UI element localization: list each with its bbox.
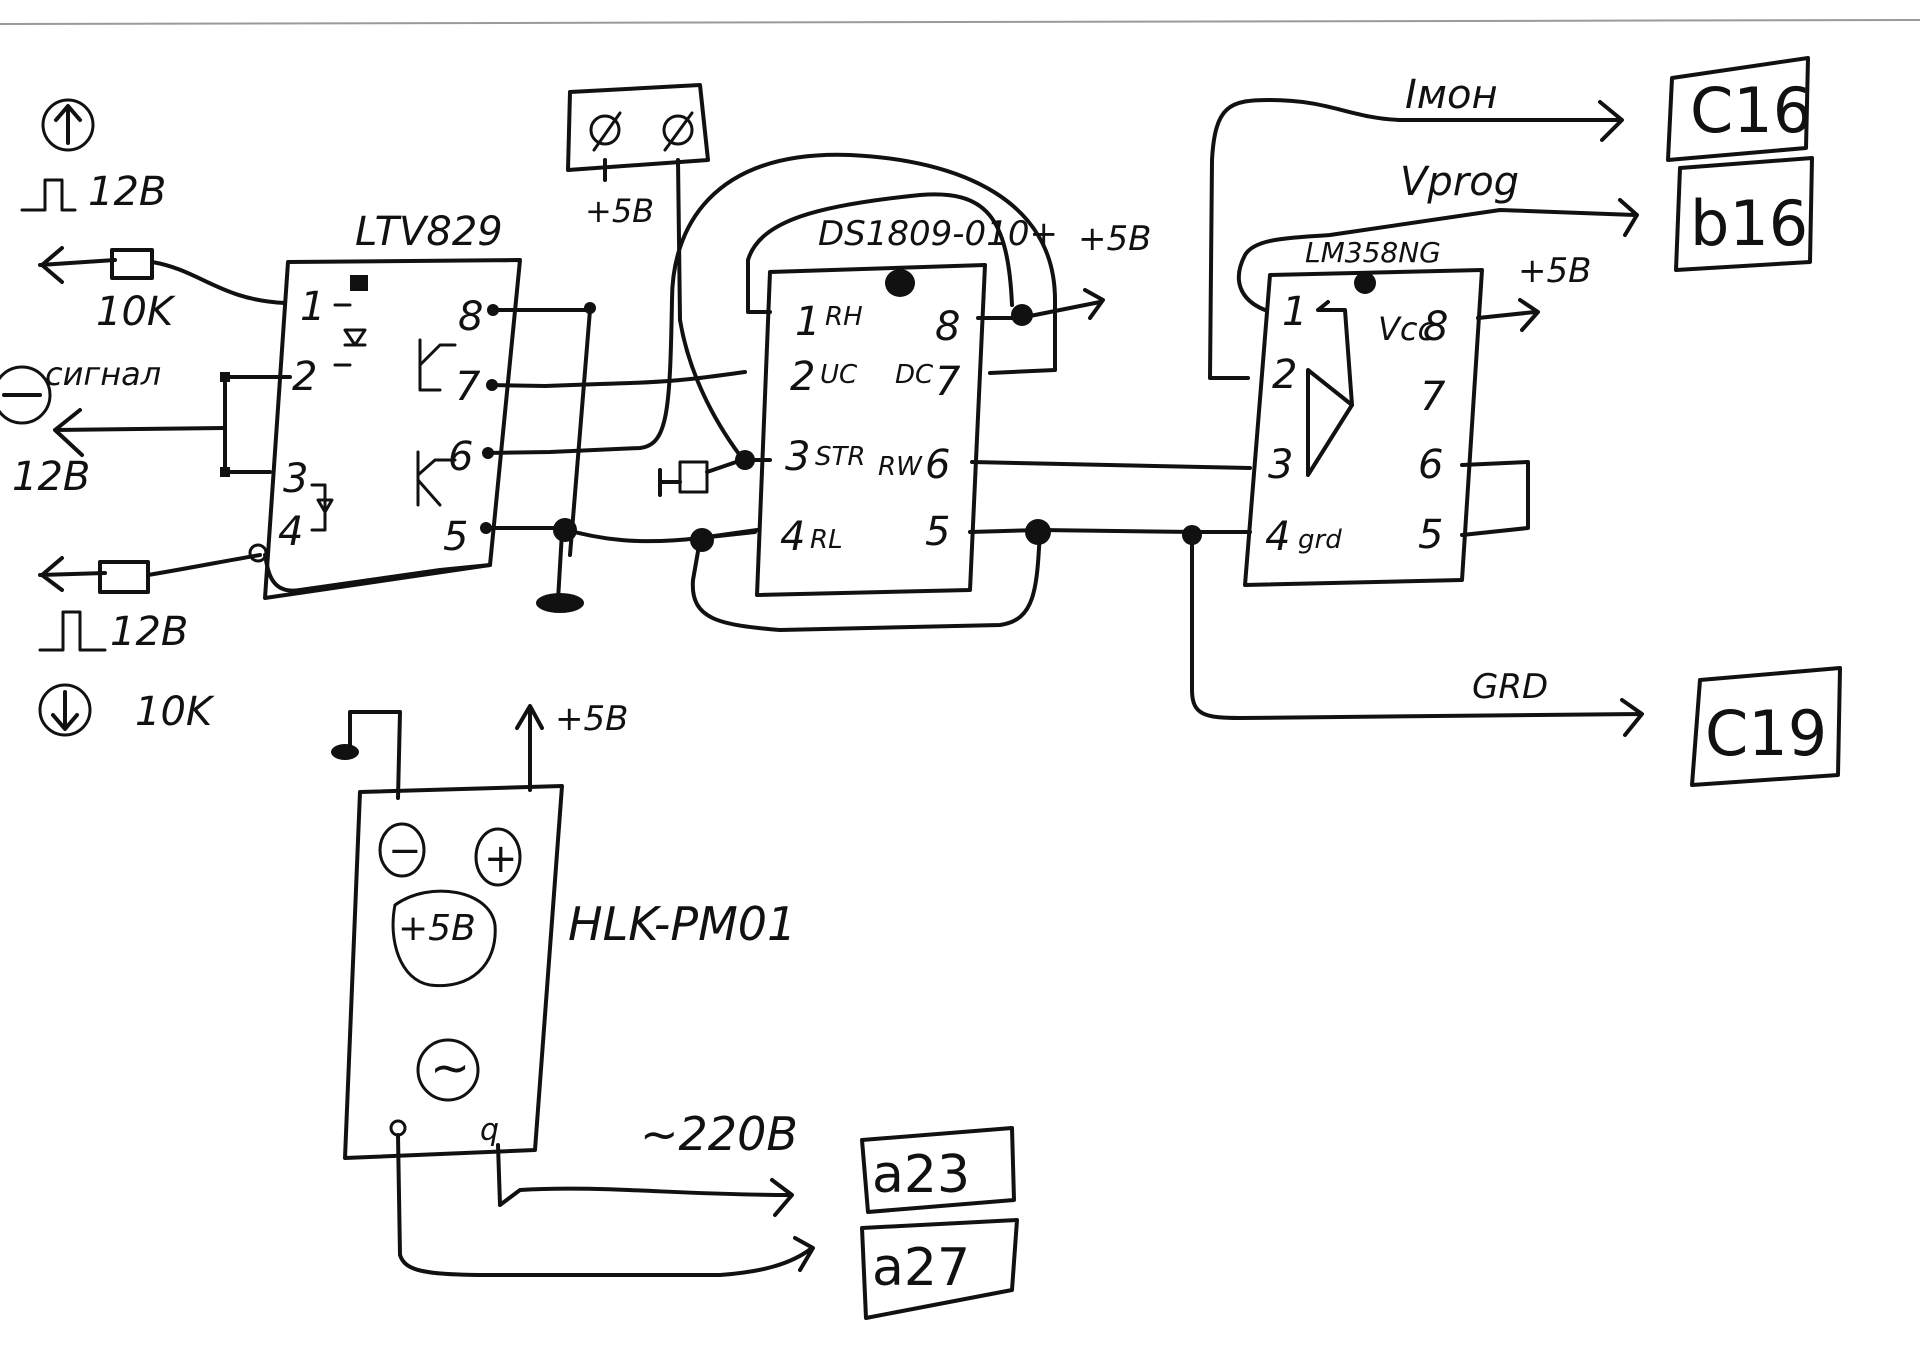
vprog-signal-label: Vprog: [1400, 159, 1519, 205]
grd-signal-label: GRD: [1472, 667, 1548, 707]
imon-signal-label: Iмон: [1405, 72, 1498, 118]
ds1809-pin-2: 2: [790, 354, 815, 400]
opamp-triangle-icon: [1306, 300, 1354, 477]
target-c16-label: C16: [1690, 74, 1812, 147]
minus-signal-voltage: 12В: [12, 454, 90, 500]
down-arrow-icon: [38, 683, 92, 737]
lm358-pin-2: 2: [1272, 352, 1297, 398]
ds1809-supply: +5В: [1078, 219, 1151, 259]
down-resistor-value: 10K: [135, 689, 215, 735]
ds1809-pin-7: 7: [935, 359, 961, 405]
ltv829-chip: LTV829 1 2 3 4 8 7 6 5: [263, 209, 522, 600]
lm358-pin-4-name: grd: [1298, 525, 1342, 555]
lm358-label: LM358NG: [1305, 236, 1441, 269]
hlk-minus: −: [388, 828, 422, 874]
ds1809-pin-6: 6: [925, 442, 950, 488]
hlk-ac-symbol: ~: [430, 1040, 470, 1096]
down-signal-input: 12В 10K: [38, 553, 262, 737]
down-resistor: [98, 560, 150, 594]
terminal-plus5v: +5В: [585, 192, 654, 230]
ltv829-pin-1: 1: [300, 284, 325, 330]
ds1809-pin-4-name: RL: [810, 525, 843, 555]
ltv829-pin-7: 7: [455, 364, 481, 410]
target-a27: a27: [860, 1218, 1019, 1320]
hlk-plus5v-out: +5В: [555, 699, 628, 739]
ds1809-pin-1-name: RH: [825, 302, 863, 332]
ds1809-pin-5: 5: [925, 509, 950, 555]
ltv829-pin-6: 6: [448, 434, 473, 480]
up-arrow-icon: [41, 98, 95, 152]
lm358-pin-6: 6: [1418, 442, 1443, 488]
lm358-chip: LM358NG 1 2 3 4 grd Vcc 8 7 6 5 +5В Iмон…: [1208, 72, 1639, 707]
led2-icon: [310, 483, 334, 532]
lm358-pin-5: 5: [1418, 512, 1443, 558]
ltv829-pin-4: 4: [278, 509, 303, 555]
up-resistor: [110, 248, 154, 280]
ac-icon: [416, 1038, 480, 1102]
ds1809-pin-3: 3: [785, 434, 810, 480]
ltv829-label: LTV829: [355, 209, 503, 255]
terminal-icon: [589, 114, 621, 146]
hlk-plus: +: [484, 836, 518, 882]
ds1809-pin-2-name: UC: [820, 360, 858, 390]
down-pulse-voltage: 12В: [110, 609, 188, 655]
paper-edge: [0, 19, 1920, 25]
pulse-symbol: [20, 178, 77, 212]
ds1809-pin-1: 1: [795, 299, 820, 345]
terminal-icon: [662, 114, 694, 146]
target-c16: C16: [1666, 56, 1812, 162]
signal-label: сигнал: [45, 355, 161, 393]
target-b16-label: b16: [1690, 187, 1808, 260]
mains-voltage-label: ~220В: [640, 1107, 798, 1161]
ds1809-pin-6-name: RW: [878, 452, 923, 482]
terminal-connector: +5В: [566, 83, 747, 464]
lm358-pin-1: 1: [1282, 289, 1307, 335]
plus5v-blob: [391, 889, 497, 988]
ltv829-pin-8: 8: [458, 294, 483, 340]
ltv829-pin-2: 2: [292, 354, 317, 400]
target-b16: b16: [1674, 156, 1814, 272]
lm358-pin-3: 3: [1268, 442, 1293, 488]
lm358-pin-4: 4: [1265, 514, 1290, 560]
str-button-icon: [678, 460, 709, 494]
transistor-icon: [416, 338, 457, 507]
up-pulse-voltage: 12В: [88, 169, 166, 215]
minus-signal-input: сигнал 12В: [0, 355, 292, 500]
ltv829-pin-5: 5: [443, 514, 468, 560]
hlk-ac-terminal: q: [480, 1113, 499, 1148]
minus-terminal-icon: [378, 822, 426, 878]
lm358-pin-7: 7: [1420, 374, 1446, 420]
up-resistor-value: 10K: [96, 289, 176, 335]
hlk-pm01-module: HLK-PM01 − + +5В ~ q +5В ~220В: [331, 699, 815, 1277]
led-icon: [333, 303, 367, 367]
hlk-output-label: +5В: [398, 908, 476, 949]
lm358-supply: +5В: [1518, 251, 1591, 291]
target-a23-label: a23: [872, 1145, 970, 1205]
target-a27-label: a27: [872, 1238, 970, 1298]
minus-icon: [0, 365, 52, 425]
hlk-pm01-label: HLK-PM01: [568, 897, 796, 951]
plus-terminal-icon: [474, 827, 522, 887]
ltv829-pin-3: 3: [283, 456, 308, 502]
lm358-pin-8-name: Vcc: [1378, 310, 1435, 348]
ds1809-label: DS1809-010+: [818, 214, 1058, 254]
target-c19-label: C19: [1705, 697, 1827, 770]
pulse-symbol-down: [38, 610, 107, 652]
ds1809-chip: DS1809-010+ 1 RH 2 UC 3 STR 4 RL 8 DC 7 …: [658, 192, 1644, 737]
ds1809-pin-8: 8: [935, 304, 960, 350]
ds1809-pin-3-name: STR: [815, 442, 865, 472]
ds1809-pin-4: 4: [780, 514, 805, 560]
ds1809-pin-7-name: DC: [895, 360, 934, 390]
up-signal-input: 12В 10K: [20, 98, 287, 335]
lm358-pin-8: 8: [1423, 304, 1448, 350]
target-c19: C19: [1690, 666, 1842, 787]
target-a23: a23: [860, 1126, 1016, 1214]
